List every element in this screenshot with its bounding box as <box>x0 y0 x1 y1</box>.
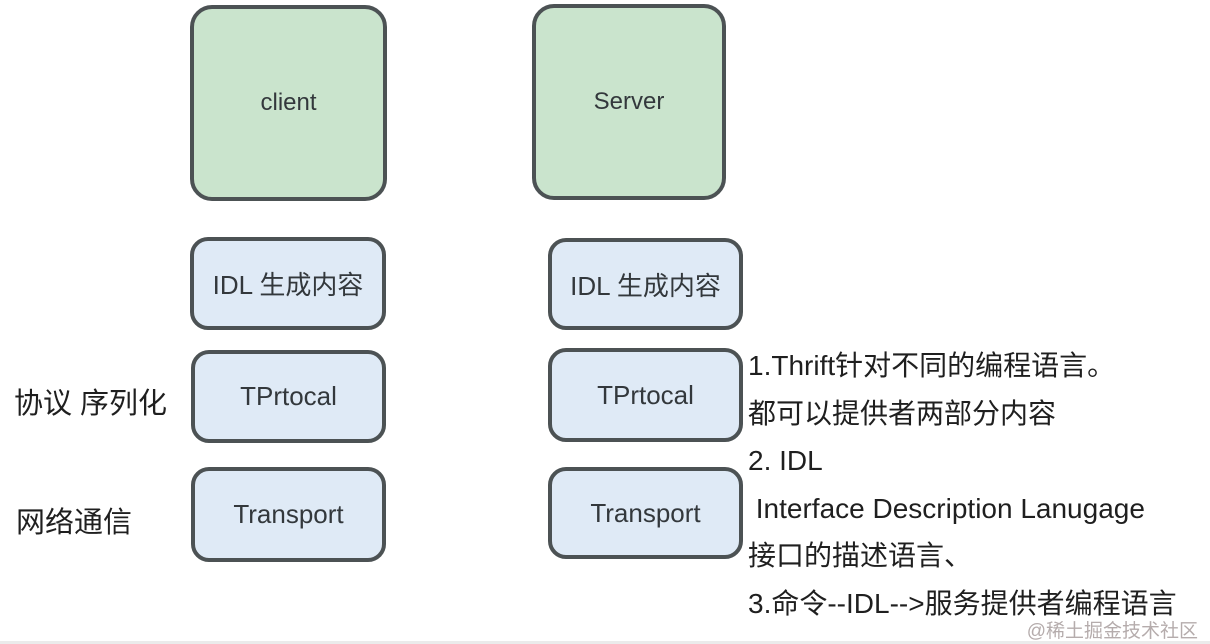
note-line-1: 1.Thrift针对不同的编程语言。 <box>748 350 1116 381</box>
row-label-protocol-serialization: 协议 序列化 <box>14 388 168 420</box>
client-transport-label: Transport <box>233 499 344 529</box>
server-protocol-label: TPrtocal <box>597 379 694 410</box>
row-label-network-communication: 网络通信 <box>16 507 133 539</box>
client-protocol-label: TPrtocal <box>240 381 337 411</box>
note-line-6: 3.命令--IDL-->服务提供者编程语言 <box>748 587 1177 619</box>
note-line-4: Interface Description Lanugage <box>748 492 1145 524</box>
server-idl-label: IDL 生成内容 <box>570 270 721 301</box>
server-protocol-node: TPrtocal <box>548 348 743 442</box>
note-line-5: 接口的描述语言、 <box>748 540 973 571</box>
client-idl-label: IDL 生成内容 <box>212 270 364 300</box>
server-node-label: Server <box>593 88 665 115</box>
server-transport-label: Transport <box>590 497 701 528</box>
note-line-2: 都可以提供者两部分内容 <box>748 397 1057 429</box>
server-node: Server <box>532 4 726 200</box>
watermark: @稀土掘金技术社区 <box>1026 621 1198 642</box>
client-node: client <box>190 5 387 201</box>
client-protocol-node: TPrtocal <box>191 350 386 443</box>
server-transport-node: Transport <box>548 467 743 559</box>
client-node-label: client <box>260 89 317 116</box>
note-line-3: 2. IDL <box>748 445 823 476</box>
notes-block: 1.Thrift针对不同的编程语言。 都可以提供者两部分内容 2. IDL In… <box>748 342 1210 627</box>
bottom-divider <box>0 641 1210 644</box>
client-idl-node: IDL 生成内容 <box>190 237 386 330</box>
client-transport-node: Transport <box>191 467 386 562</box>
server-idl-node: IDL 生成内容 <box>548 238 743 330</box>
